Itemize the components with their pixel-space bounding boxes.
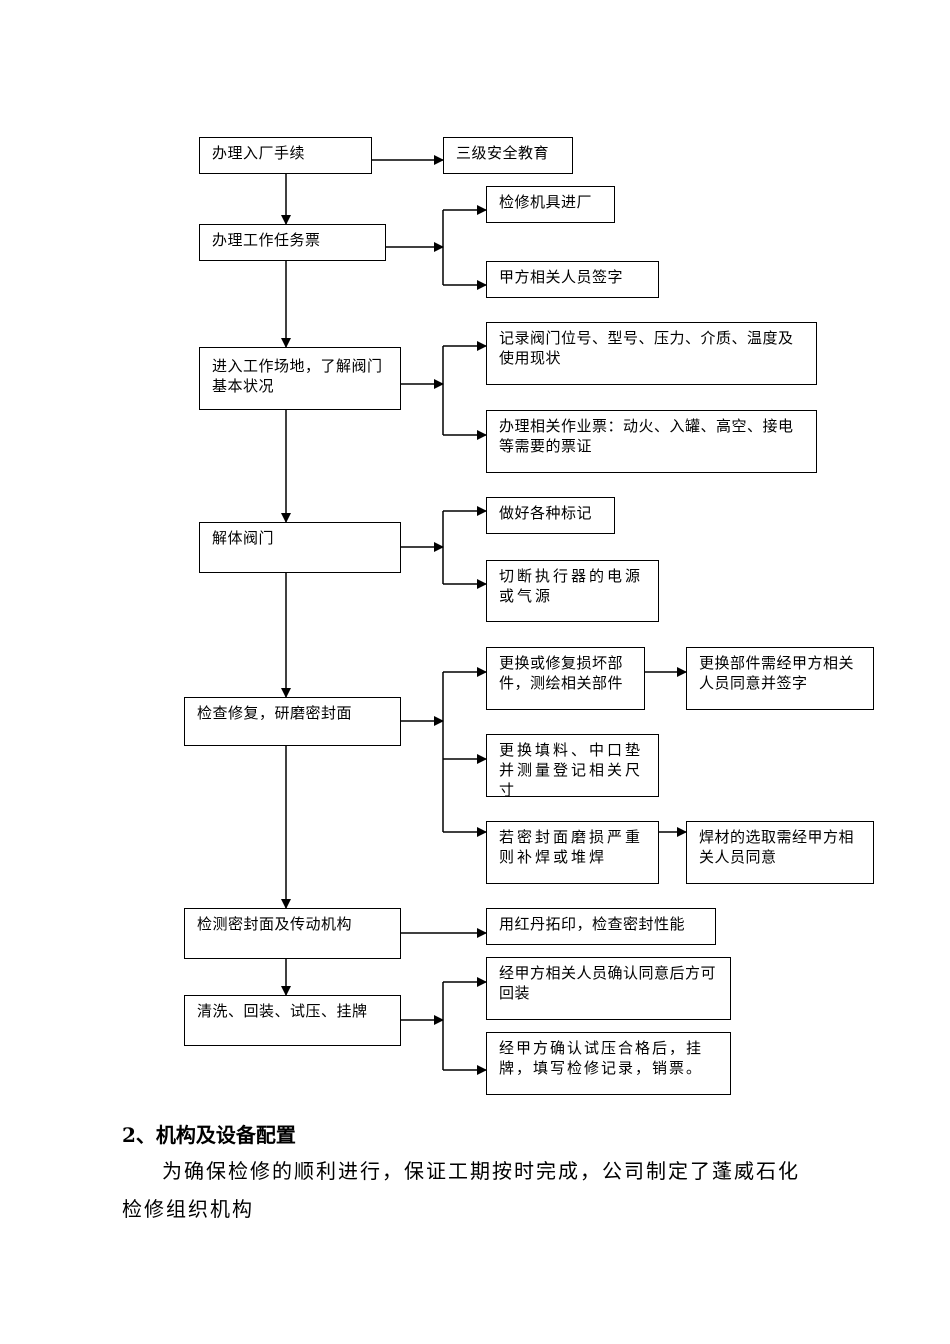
step-box: 办理工作任务票 [199,224,386,261]
detail-box: 切断执行器的电源或气源 [486,560,659,622]
detail-box: 三级安全教育 [443,137,573,174]
step-box: 进入工作场地，了解阀门基本状况 [199,347,401,410]
detail-box: 记录阀门位号、型号、压力、介质、温度及使用现状 [486,322,817,385]
step-box: 办理入厂手续 [199,137,372,174]
detail-box: 办理相关作业票：动火、入罐、高空、接电等需要的票证 [486,410,817,473]
detail-box: 更换部件需经甲方相关人员同意并签字 [686,647,874,710]
detail-box: 检修机具进厂 [486,186,615,223]
section-heading: 2、机构及设备配置 [122,1123,296,1147]
step-box: 清洗、回装、试压、挂牌 [184,995,401,1046]
step-box: 解体阀门 [199,522,401,573]
detail-box: 经甲方相关人员确认同意后方可回装 [486,957,731,1020]
detail-box: 甲方相关人员签字 [486,261,659,298]
detail-box: 经甲方确认试压合格后，挂牌，填写检修记录，销票。 [486,1032,731,1095]
detail-box: 做好各种标记 [486,497,615,534]
step-box: 检测密封面及传动机构 [184,908,401,959]
detail-box: 用红丹拓印，检查密封性能 [486,908,716,945]
detail-box: 焊材的选取需经甲方相关人员同意 [686,821,874,884]
paragraph-line-1: 为确保检修的顺利进行，保证工期按时完成，公司制定了蓬威石化 [162,1159,800,1183]
paragraph-line-2: 检修组织机构 [122,1197,254,1221]
detail-box: 更换填料、中口垫并测量登记相关尺寸 [486,734,659,799]
step-box: 检查修复，研磨密封面 [184,697,401,746]
detail-box: 若密封面磨损严重则补焊或堆焊 [486,821,659,884]
detail-box: 更换或修复损坏部件，测绘相关部件 [486,647,645,710]
